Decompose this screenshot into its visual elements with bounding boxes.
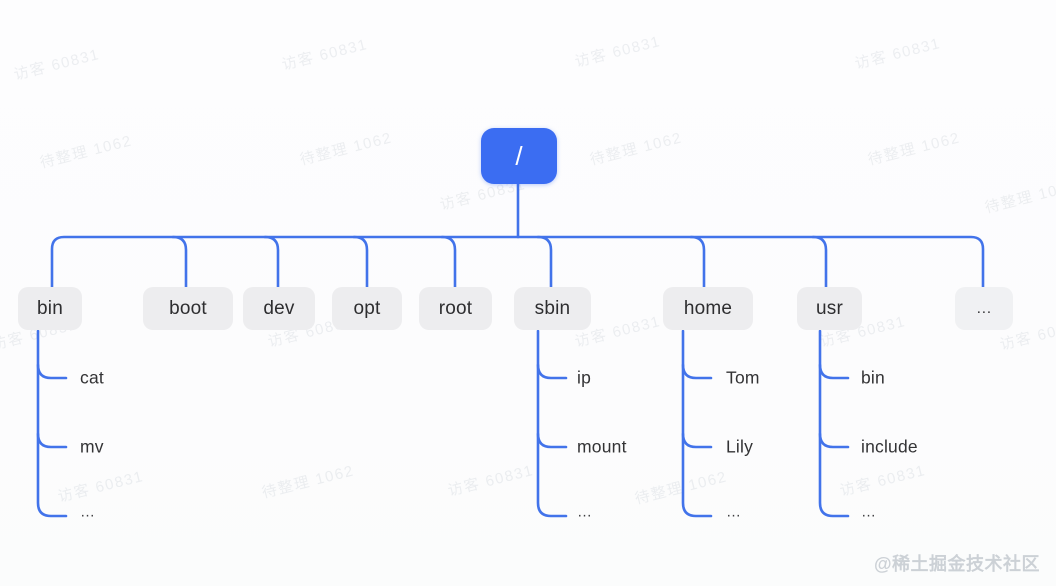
stem-sbin [536,329,568,518]
node-root-slash: / [481,128,557,184]
drop-sbin [536,235,553,289]
branch-bin-cat [36,363,68,380]
drop-dev [263,235,280,289]
node-opt: opt [332,287,402,330]
leaf-usr-ellipsis: … [861,503,877,521]
leaf-tom: Tom [726,367,760,388]
node-sbin: sbin [514,287,591,330]
drop-home [689,235,706,289]
site-watermark: @稀土掘金技术社区 [873,554,1040,574]
stem-bin [36,329,68,518]
node-dev: dev [243,287,315,330]
node-usr: usr [797,287,862,330]
node-home: home [663,287,753,330]
branch-usr-bin [818,363,850,380]
node-root-dir: root [419,287,492,330]
leaf-lily: Lily [726,436,754,457]
node-ellipsis: … [955,287,1013,330]
drop-boot [171,235,188,289]
leaf-home-ellipsis: … [726,503,742,521]
branch-home-lily [681,432,713,449]
leaf-mv: mv [80,436,104,457]
leaf-cat: cat [80,367,104,388]
node-bin: bin [18,287,82,330]
stem-home [681,329,713,518]
branch-sbin-mount [536,432,568,449]
branch-home-tom [681,363,713,380]
leaf-bin-ellipsis: … [80,503,96,521]
drop-opt [352,235,369,289]
leaf-mount: mount [577,436,627,457]
leaf-sbin-ellipsis: … [577,503,593,521]
leaf-ip: ip [577,367,592,388]
drop-usr [811,235,828,289]
drop-root [440,235,457,289]
node-boot: boot [143,287,233,330]
branch-bin-mv [36,432,68,449]
branch-usr-include [818,432,850,449]
leaf-include: include [861,436,918,457]
stem-usr [818,329,850,518]
leaf-usr-bin: bin [861,367,885,388]
bus-line [50,235,985,289]
branch-sbin-ip [536,363,568,380]
